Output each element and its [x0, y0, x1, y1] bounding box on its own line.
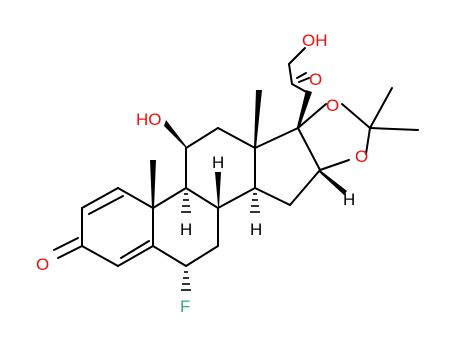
- h-14-label: H: [250, 220, 262, 239]
- fluorine-label: F: [180, 297, 190, 316]
- hydroxyl-top-label: OH: [302, 31, 328, 50]
- wedge-bonds: [150, 90, 347, 208]
- atom-labels: OH O O O HO H H H H O F: [36, 31, 368, 316]
- h-8-label: H: [212, 153, 224, 172]
- acetal-o-upper-label: O: [326, 96, 339, 115]
- ketone-o-3-label: O: [36, 255, 49, 274]
- h-16-label: H: [343, 190, 355, 209]
- hashed-bonds: [181, 193, 260, 291]
- acetal-o-lower-label: O: [355, 147, 368, 166]
- hydroxyl-11-label: HO: [136, 110, 162, 129]
- h-9-label: H: [180, 220, 192, 239]
- bonds: [53, 47, 419, 267]
- ketone-o-top-label: O: [309, 70, 322, 89]
